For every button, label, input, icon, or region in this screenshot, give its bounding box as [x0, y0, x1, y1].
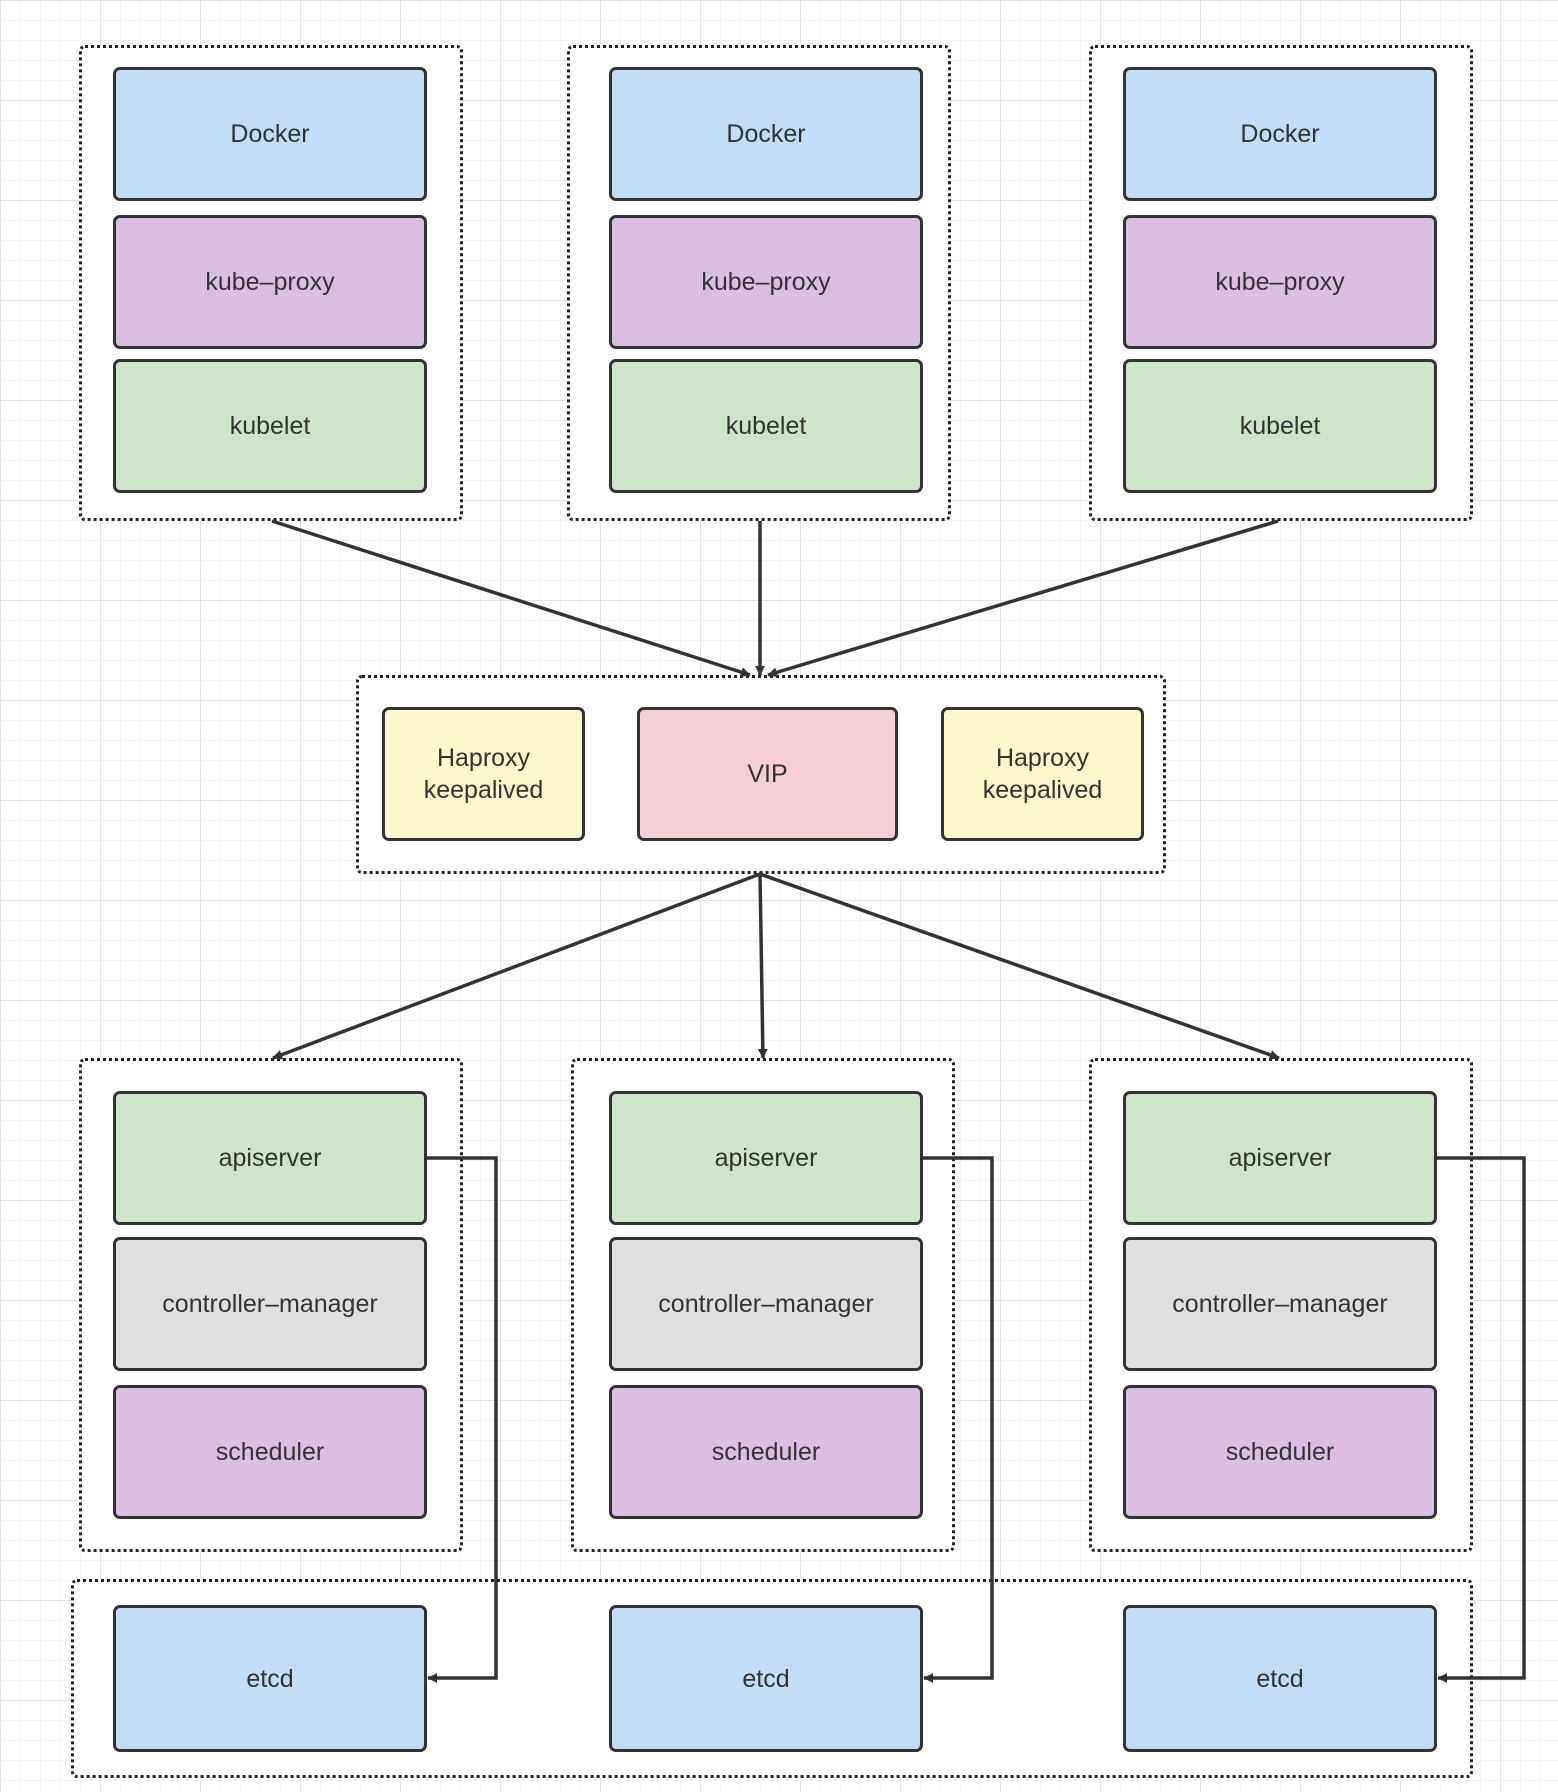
edge-vip-to-master3: [759, 872, 1280, 1060]
worker-1-kube-proxy[interactable]: kube–proxy: [113, 215, 427, 349]
master-2-scheduler[interactable]: scheduler: [609, 1385, 923, 1519]
edge-vip-to-master2: [757, 873, 768, 1059]
haproxy-keepalived-left[interactable]: Haproxy keepalived: [382, 707, 585, 841]
edge-worker1-to-vip: [271, 519, 751, 677]
etcd-node-3[interactable]: etcd: [1123, 1605, 1437, 1752]
edge-vip-to-master1: [272, 872, 761, 1060]
worker-1-docker[interactable]: Docker: [113, 67, 427, 201]
master-2-controller-manager[interactable]: controller–manager: [609, 1237, 923, 1371]
worker-1-kubelet[interactable]: kubelet: [113, 359, 427, 493]
etcd-node-1[interactable]: etcd: [113, 1605, 427, 1752]
master-3-scheduler[interactable]: scheduler: [1123, 1385, 1437, 1519]
worker-2-kube-proxy[interactable]: kube–proxy: [609, 215, 923, 349]
worker-3-kubelet[interactable]: kubelet: [1123, 359, 1437, 493]
edge-worker3-to-vip: [767, 519, 1279, 678]
worker-2-docker[interactable]: Docker: [609, 67, 923, 201]
vip-node[interactable]: VIP: [637, 707, 898, 841]
worker-3-docker[interactable]: Docker: [1123, 67, 1437, 201]
master-3-apiserver[interactable]: apiserver: [1123, 1091, 1437, 1225]
worker-3-kube-proxy[interactable]: kube–proxy: [1123, 215, 1437, 349]
haproxy-keepalived-right[interactable]: Haproxy keepalived: [941, 707, 1144, 841]
master-1-scheduler[interactable]: scheduler: [113, 1385, 427, 1519]
master-1-apiserver[interactable]: apiserver: [113, 1091, 427, 1225]
master-1-controller-manager[interactable]: controller–manager: [113, 1237, 427, 1371]
master-2-apiserver[interactable]: apiserver: [609, 1091, 923, 1225]
master-3-controller-manager[interactable]: controller–manager: [1123, 1237, 1437, 1371]
worker-2-kubelet[interactable]: kubelet: [609, 359, 923, 493]
etcd-node-2[interactable]: etcd: [609, 1605, 923, 1752]
